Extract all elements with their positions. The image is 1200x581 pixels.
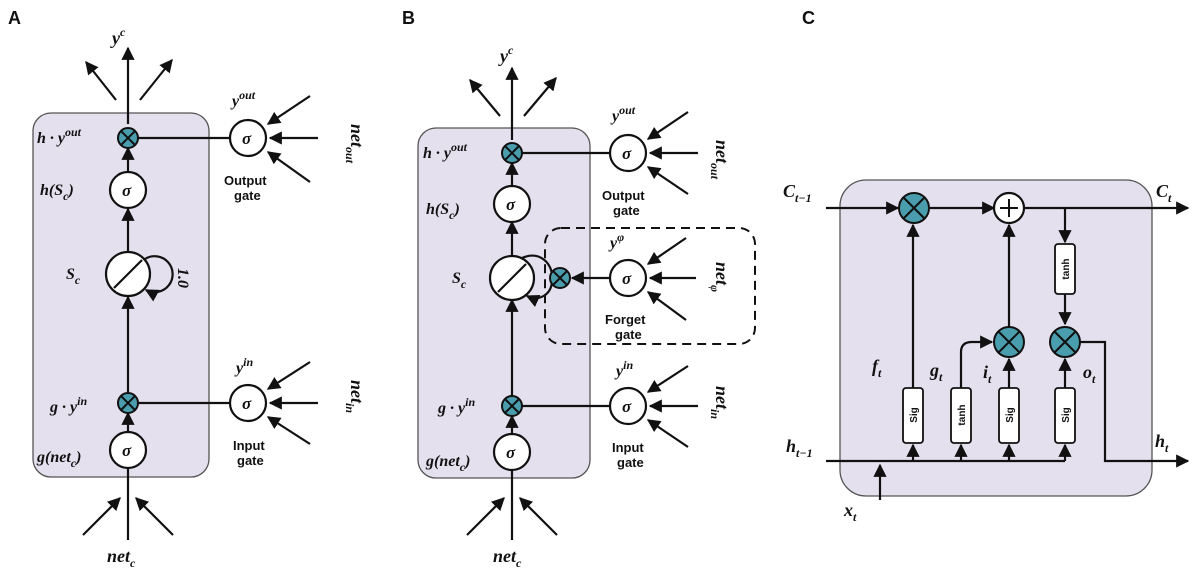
- panel-a-cell-input-label: netc: [107, 546, 136, 570]
- panel-b-forget-gate-sigma: σ: [622, 269, 632, 288]
- panel-b-input-gate-value: yin: [614, 358, 633, 380]
- panel-c-letter: C: [802, 8, 815, 28]
- panel-b-output-gate-value: yout: [610, 103, 636, 125]
- panel-c-tanh-g-label: tanh: [957, 404, 968, 425]
- panel-b-input-gate-name: gate: [617, 455, 644, 470]
- panel-a-output-gate-sigma: σ: [242, 129, 252, 148]
- panel-a-output-gate-input-arrow: [266, 151, 311, 183]
- panel-b-g-node: [492, 432, 532, 472]
- panel-b-input-arrow: [466, 497, 505, 536]
- panel-b-output-gate-name: gate: [613, 203, 640, 218]
- panel-b-forget-gate-value: yφ: [608, 230, 624, 252]
- panel-b-output-arrow: [469, 78, 501, 117]
- panel-b-cell-block: [417, 127, 591, 479]
- panel-c-o-label: ot: [1083, 362, 1096, 386]
- panel-a-input-gate-name: gate: [237, 453, 264, 468]
- panel-b-letter: B: [402, 8, 415, 28]
- panel-b-input-gate-node: [608, 386, 648, 426]
- panel-b-cell-input-label: netc: [493, 546, 522, 570]
- panel-a-output-label: yc: [110, 25, 126, 48]
- panel-a-h-node: [108, 170, 148, 210]
- panel-b-output-gate-sigma: σ: [622, 144, 632, 163]
- panel-a-product-in-label: g · yin: [49, 394, 87, 416]
- panel-c-i-label: it: [983, 362, 992, 386]
- panel-b-output-arrow: [523, 76, 557, 117]
- panel-c-hidden-out: [1080, 340, 1190, 468]
- panel-b-output-label: yc: [498, 43, 514, 66]
- panel-a-output-gate-name: Output: [224, 173, 267, 188]
- panel-a-output-gate-input-arrow: [266, 95, 311, 125]
- panel-c-h-next-label: ht: [1155, 431, 1169, 455]
- panel-c-c-next-label: Ct: [1156, 181, 1172, 205]
- panel-a-output-arrow: [139, 58, 173, 101]
- panel-a-g-label: g(netc): [36, 449, 81, 470]
- panel-a-output-gate-net: netout: [343, 124, 367, 164]
- panel-b-state-label: Sc: [452, 270, 467, 291]
- panel-c-c-prev-label: Ct−1: [783, 181, 812, 205]
- panel-a-input-gate-input-arrow: [266, 361, 311, 390]
- panel-b-forget-gate-net: netφ: [708, 262, 732, 292]
- panel-b: B yc h · yout σ h(Sc) Sc: [402, 8, 756, 570]
- panel-a-output-gate-name: gate: [234, 188, 261, 203]
- panel-b-h-node-sigma: σ: [506, 195, 516, 214]
- panel-b-output-gate-net: netout: [708, 140, 732, 180]
- panel-a-input-gate-net: netin: [343, 380, 367, 413]
- panel-b-forget-gate-box: [544, 227, 756, 345]
- panel-a-input-gate-name: Input: [233, 438, 265, 453]
- panel-c-sig-f-label: Sig: [909, 407, 920, 423]
- panel-a-output-gate-value: yout: [230, 88, 256, 110]
- panel-b-forget-gate-node: [608, 258, 648, 298]
- panel-b-h-label: h(Sc): [426, 201, 460, 222]
- panel-b-g-label: g(netc): [425, 453, 470, 474]
- panel-c-sig-o-label: Sig: [1061, 407, 1072, 423]
- panel-b-g-node-sigma: σ: [506, 443, 516, 462]
- panel-b-output-gate-name: Output: [602, 188, 645, 203]
- panel-c-x-label: xt: [843, 500, 857, 524]
- panel-b-output-gate-node: [608, 133, 648, 173]
- panel-a-h-node-sigma: σ: [122, 181, 132, 200]
- panel-b-output-gate-input-arrow: [646, 166, 689, 195]
- panel-b-input-gate-net: netin: [708, 386, 732, 419]
- panel-b-input-gate-input-arrow: [646, 365, 689, 393]
- panel-a-h-label: h(Sc): [40, 182, 74, 203]
- panel-a-input-arrow: [82, 497, 121, 536]
- panel-a: A yc h · yout σ h(Sc) 1.0 S: [8, 8, 367, 570]
- panel-c-g-to-mult: [959, 335, 994, 388]
- panel-b-forget-gate-input-arrow: [646, 237, 687, 265]
- panel-b-output-gate-input-arrow: [646, 111, 689, 140]
- panel-b-forget-gate-name: Forget: [605, 312, 646, 327]
- panel-c-tanh-top-label: tanh: [1061, 258, 1072, 279]
- panel-a-self-loop: [144, 255, 174, 302]
- panel-b-forget-gate-name: gate: [615, 327, 642, 342]
- panel-b-product-out-label: h · yout: [423, 140, 468, 162]
- panel-b-h-node: [492, 184, 532, 224]
- panel-b-input-gate-name: Input: [612, 440, 644, 455]
- panel-a-letter: A: [8, 8, 21, 28]
- panel-c-f-label: ft: [872, 356, 882, 380]
- panel-a-self-loop-weight: 1.0: [174, 268, 191, 288]
- panel-a-output-arrow: [85, 60, 117, 101]
- panel-b-product-in-label: g · yin: [437, 395, 475, 417]
- panel-a-state-label: Sc: [66, 266, 81, 287]
- panel-a-input-gate-sigma: σ: [242, 394, 252, 413]
- panel-a-input-gate-value: yin: [234, 355, 253, 377]
- panel-a-input-gate-node: [228, 383, 268, 423]
- panel-a-output-gate-node: [228, 118, 268, 158]
- panel-a-product-out-label: h · yout: [37, 125, 82, 147]
- panel-b-input-arrow: [519, 497, 558, 536]
- panel-a-input-arrow: [135, 497, 174, 536]
- panel-c-h-prev-label: ht−1: [786, 436, 813, 460]
- panel-b-input-gate-input-arrow: [646, 419, 689, 448]
- panel-b-forget-gate-input-arrow: [646, 291, 687, 321]
- panel-c-g-label: gt: [929, 360, 943, 384]
- panel-c-sig-i-label: Sig: [1005, 407, 1016, 423]
- panel-b-input-gate-sigma: σ: [622, 397, 632, 416]
- panel-a-input-gate-input-arrow: [266, 416, 311, 445]
- panel-a-g-node-sigma: σ: [122, 441, 132, 460]
- panel-a-g-node: [108, 430, 148, 470]
- panel-c: C Ct−1 Ct tanh ht−1: [783, 8, 1190, 524]
